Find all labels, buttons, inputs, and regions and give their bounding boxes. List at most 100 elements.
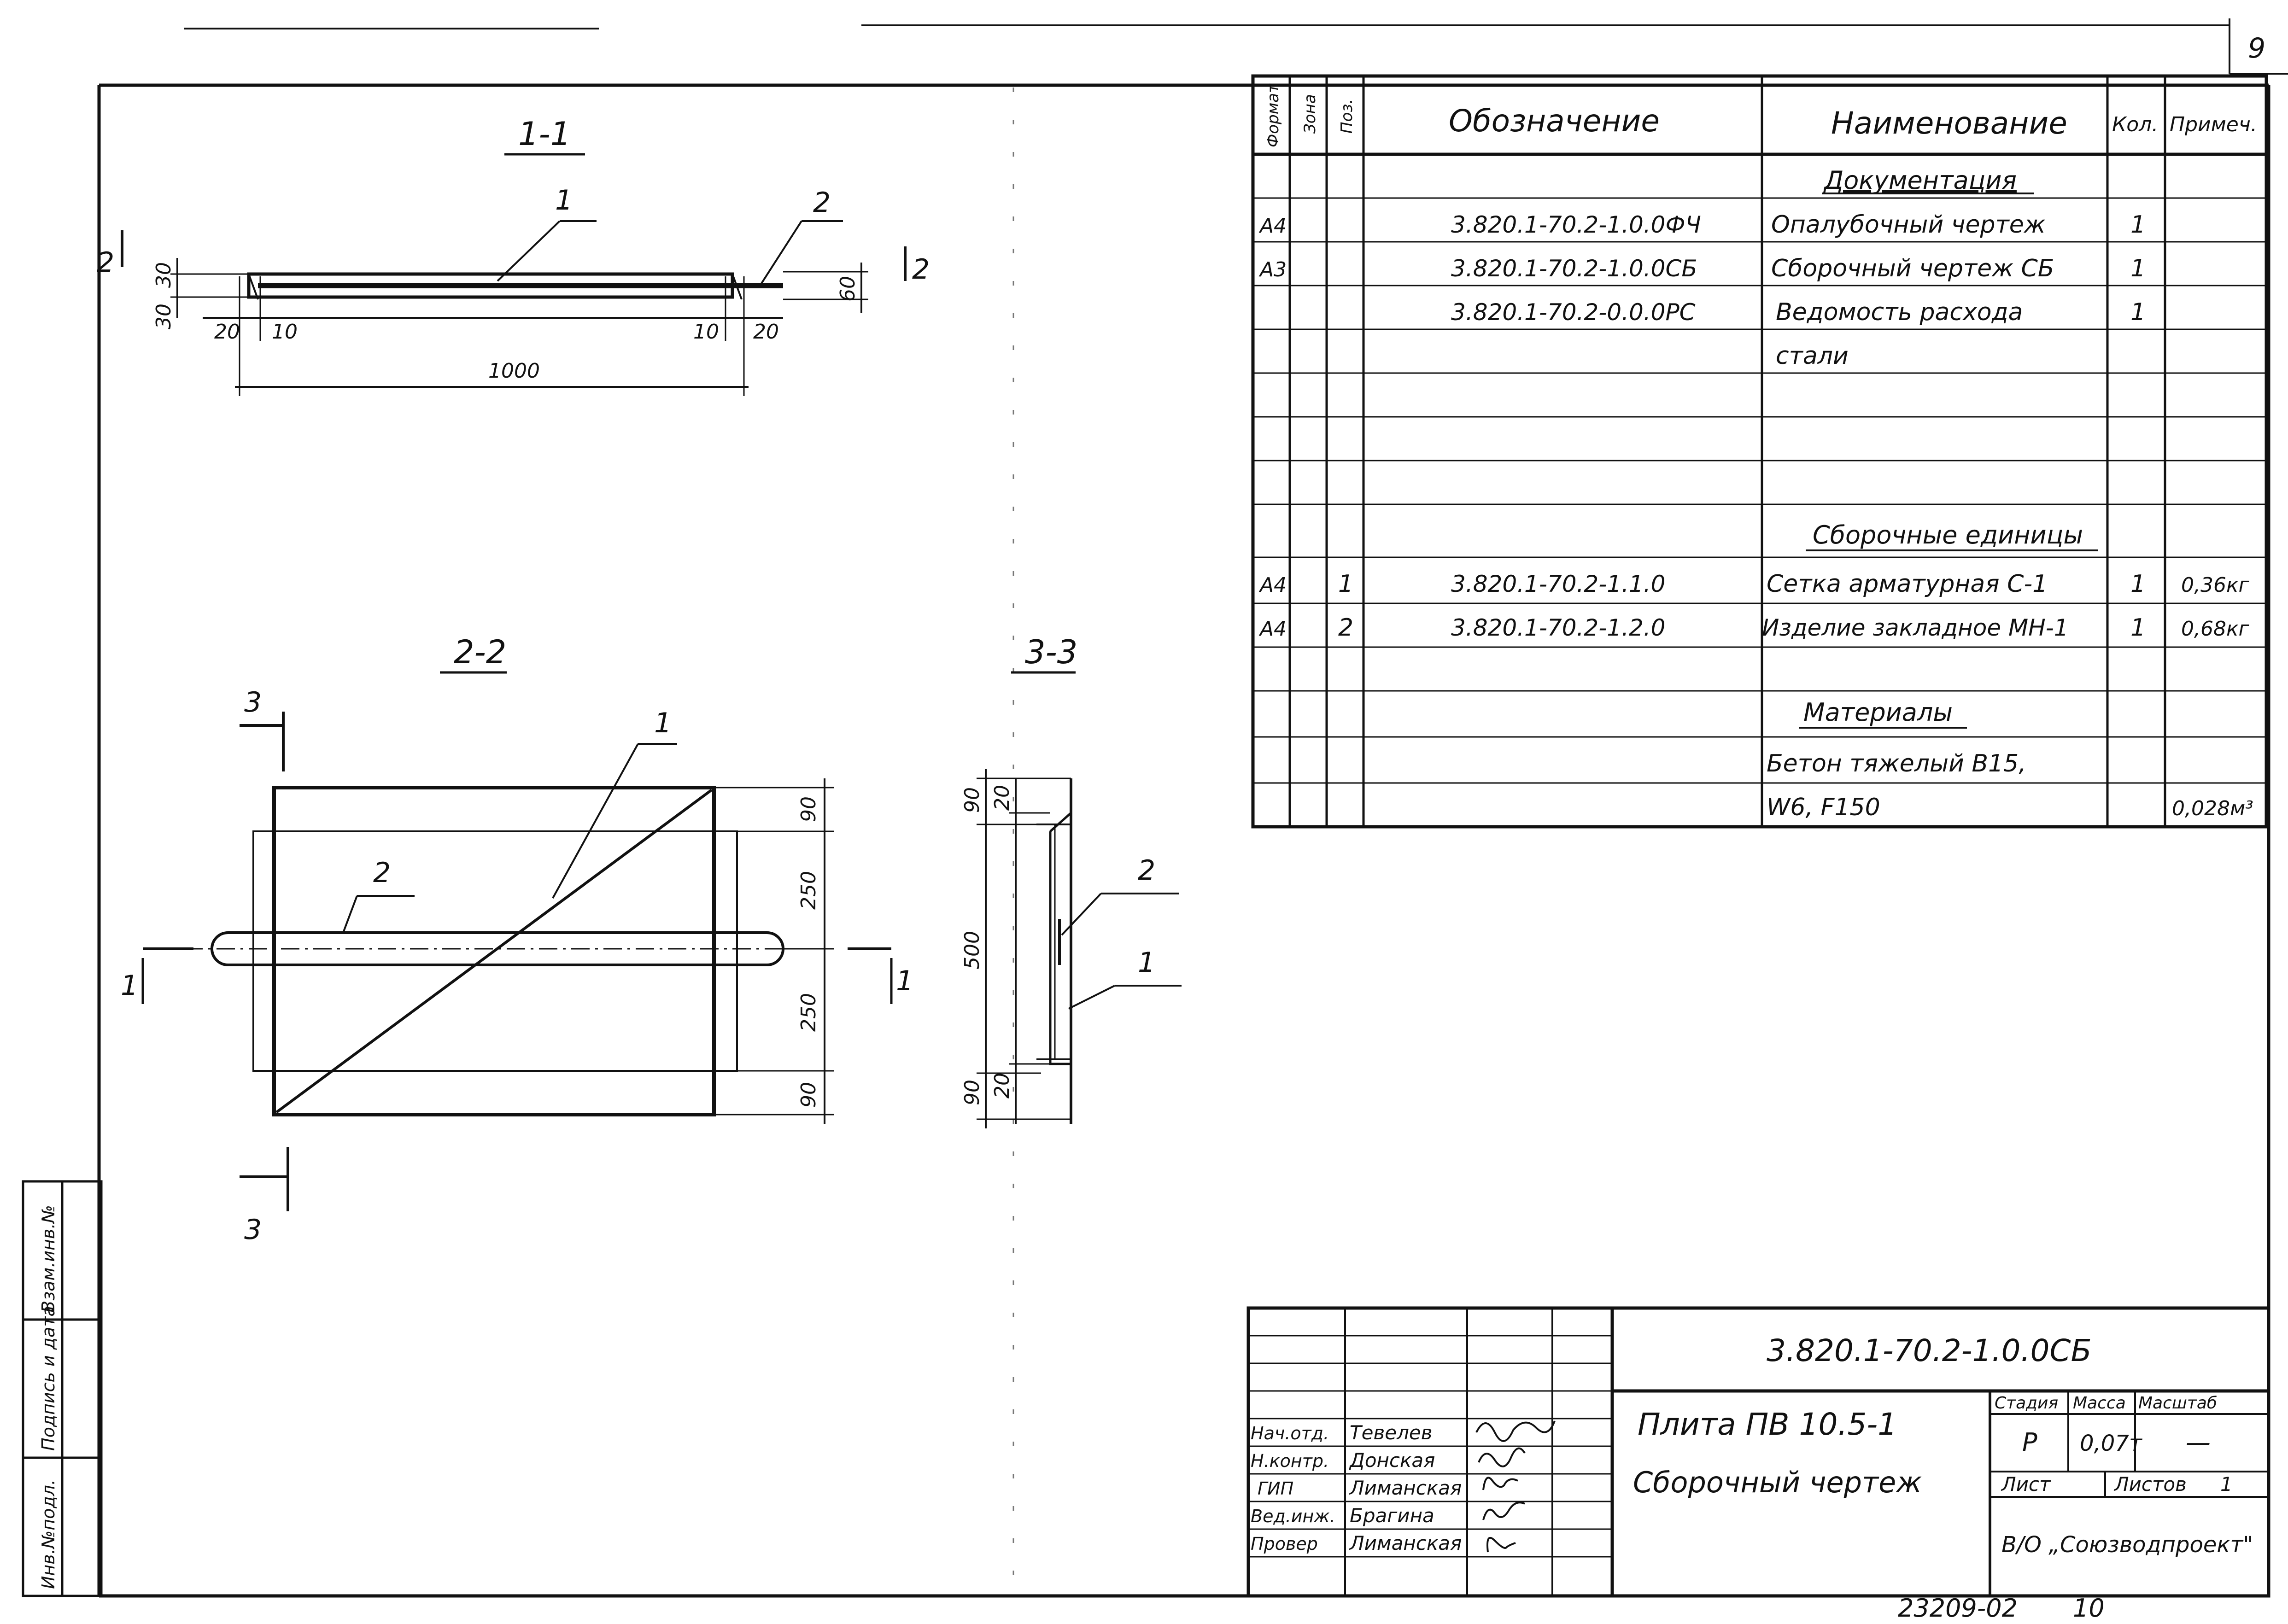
s22-cut-1-left: 1 xyxy=(121,970,138,1002)
s11-cut-left: 2 xyxy=(97,246,114,279)
sheet-label: Лист xyxy=(2001,1473,2051,1495)
s11-dim-height: 60 xyxy=(836,276,860,302)
row-1-qty: 1 xyxy=(2130,211,2146,239)
title-block: 3.820.1-70.2-1.0.0СБ Плита ПВ 10.5-1 Сбо… xyxy=(1251,1333,2253,1558)
organization: В/О „Союзводпроект" xyxy=(2001,1532,2253,1558)
sig-2-name: Лиманская xyxy=(1349,1477,1462,1499)
row-2-qty: 1 xyxy=(2130,255,2146,282)
row-8-name: Сборочные единицы xyxy=(1813,520,2083,549)
row-9-designation: 3.820.1-70.2-1.1.0 xyxy=(1451,571,1665,597)
scale-value: — xyxy=(2186,1428,2211,1457)
s22-dim-upper-mid: 250 xyxy=(797,871,820,910)
doc-type: Сборочный чертеж xyxy=(1633,1466,1922,1499)
spec-table-header: Формат Зона Поз. Обозначение Наименовани… xyxy=(1264,83,2257,147)
sig-1-name: Донская xyxy=(1349,1449,1435,1472)
row-0-name: Документация xyxy=(1823,166,2017,195)
s22-callout-2: 2 xyxy=(373,857,391,889)
s33-dim-top-outer: 90 xyxy=(960,787,984,813)
side-stamp-inv-replace: Взам.инв.№ xyxy=(38,1205,59,1313)
s11-dim-bottom: 30 xyxy=(152,304,176,329)
item-name: Плита ПВ 10.5-1 xyxy=(1638,1407,1897,1442)
row-4-name: стали xyxy=(1776,342,1849,370)
s22-dim-lower-mid: 250 xyxy=(797,993,820,1032)
row-12-name: Материалы xyxy=(1803,698,1953,727)
sheets-label: Листов xyxy=(2113,1473,2187,1495)
header-qty: Кол. xyxy=(2112,113,2158,136)
bottom-number: 23209-02 xyxy=(1898,1594,2018,1623)
stage-label: Стадия xyxy=(1995,1394,2058,1413)
s22-cut-3-bottom: 3 xyxy=(244,1214,262,1246)
side-stamp xyxy=(22,1180,103,1597)
s11-dim-left-offset: 20 xyxy=(214,320,240,344)
s33-dim-bottom-inner: 20 xyxy=(990,1073,1014,1098)
header-zone: Зона xyxy=(1301,94,1319,134)
s33-callout-2: 2 xyxy=(1138,854,1155,887)
header-format: Формат xyxy=(1264,83,1282,147)
section-3-3-title: 3-3 xyxy=(1025,633,1077,671)
sig-3-role: Вед.инж. xyxy=(1251,1506,1335,1526)
s11-callout-1: 1 xyxy=(555,184,573,216)
section-2-2: 2-2 3 3 1 2 1 1 xyxy=(121,633,913,1246)
title-block-grid xyxy=(1246,1306,2270,1598)
row-2-name: Сборочный чертеж СБ xyxy=(1771,255,2054,282)
row-10-format: А4 xyxy=(1258,617,1287,641)
row-13-name: Бетон тяжелый В15, xyxy=(1767,750,2026,777)
s22-cut-1-right: 1 xyxy=(896,965,913,997)
header-designation: Обозначение xyxy=(1449,103,1660,139)
row-1-format: А4 xyxy=(1258,214,1287,238)
header-note: Примеч. xyxy=(2170,113,2257,136)
row-2-format: А3 xyxy=(1258,258,1287,281)
row-9-pos: 1 xyxy=(1338,570,1353,598)
sig-2-role: ГИП xyxy=(1258,1478,1293,1499)
row-9-note: 0,36кг xyxy=(2181,573,2250,597)
scale-label: Масштаб xyxy=(2138,1394,2217,1413)
s22-cut-3-top: 3 xyxy=(244,686,262,719)
row-2-designation: 3.820.1-70.2-1.0.0СБ xyxy=(1451,255,1697,282)
s11-dim-left-inner: 10 xyxy=(272,320,298,344)
stage-value: Р xyxy=(2022,1428,2037,1457)
top-margin-lines xyxy=(184,18,2288,75)
header-name: Наименование xyxy=(1831,105,2067,141)
mass-label: Масса xyxy=(2073,1394,2126,1413)
mass-value: 0,07т xyxy=(2080,1431,2143,1456)
row-10-name: Изделие закладное МН-1 xyxy=(1762,614,2069,641)
bottom-sheet: 10 xyxy=(2073,1594,2105,1623)
sig-0-role: Нач.отд. xyxy=(1251,1423,1329,1443)
row-9-format: А4 xyxy=(1258,573,1287,597)
section-2-2-title: 2-2 xyxy=(454,633,506,671)
handwritten-signatures xyxy=(1475,1420,1556,1553)
section-3-3: 3-3 2 1 90 20 500 90 20 xyxy=(960,633,1182,1128)
s11-callout-2: 2 xyxy=(813,187,831,219)
s11-cut-right: 2 xyxy=(912,253,930,286)
sig-0-name: Тевелев xyxy=(1350,1421,1433,1444)
row-10-designation: 3.820.1-70.2-1.2.0 xyxy=(1451,614,1665,641)
page-corner-number: 9 xyxy=(2248,32,2265,64)
s11-dim-right-inner: 10 xyxy=(693,320,719,344)
s22-dim-bottom: 90 xyxy=(797,1082,820,1108)
row-1-designation: 3.820.1-70.2-1.0.0ФЧ xyxy=(1451,211,1701,238)
s11-dim-length: 1000 xyxy=(488,359,540,383)
sig-3-name: Брагина xyxy=(1350,1504,1434,1527)
section-1-1: 1-1 1 2 2 2 30 30 60 20 xyxy=(97,115,930,396)
row-3-designation: 3.820.1-70.2-0.0.0РС xyxy=(1451,299,1696,326)
s33-callout-1: 1 xyxy=(1138,946,1155,979)
document-code: 3.820.1-70.2-1.0.0СБ xyxy=(1767,1333,2092,1368)
s11-dim-top: 30 xyxy=(152,262,176,288)
row-9-name: Сетка арматурная С-1 xyxy=(1767,570,2048,598)
header-pos: Поз. xyxy=(1338,99,1356,134)
sig-4-role: Провер xyxy=(1251,1534,1318,1554)
row-14-name: W6, F150 xyxy=(1767,794,1880,821)
row-3-qty: 1 xyxy=(2130,298,2146,326)
row-3-name: Ведомость расхода xyxy=(1776,298,2023,326)
s22-callout-1: 1 xyxy=(654,707,672,739)
row-10-note: 0,68кг xyxy=(2181,617,2250,641)
row-14-note: 0,028м³ xyxy=(2172,797,2253,820)
side-stamp-sign-date: Подпись и дата xyxy=(38,1306,59,1451)
spec-table-grid xyxy=(1251,74,2268,829)
row-10-qty: 1 xyxy=(2130,614,2146,642)
spec-table-rows: Документация А4 3.820.1-70.2-1.0.0ФЧ Опа… xyxy=(1258,166,2253,821)
s22-dim-top: 90 xyxy=(797,796,820,822)
s33-dim-bottom-outer: 90 xyxy=(960,1080,984,1105)
s33-dim-top-inner: 20 xyxy=(990,785,1014,811)
